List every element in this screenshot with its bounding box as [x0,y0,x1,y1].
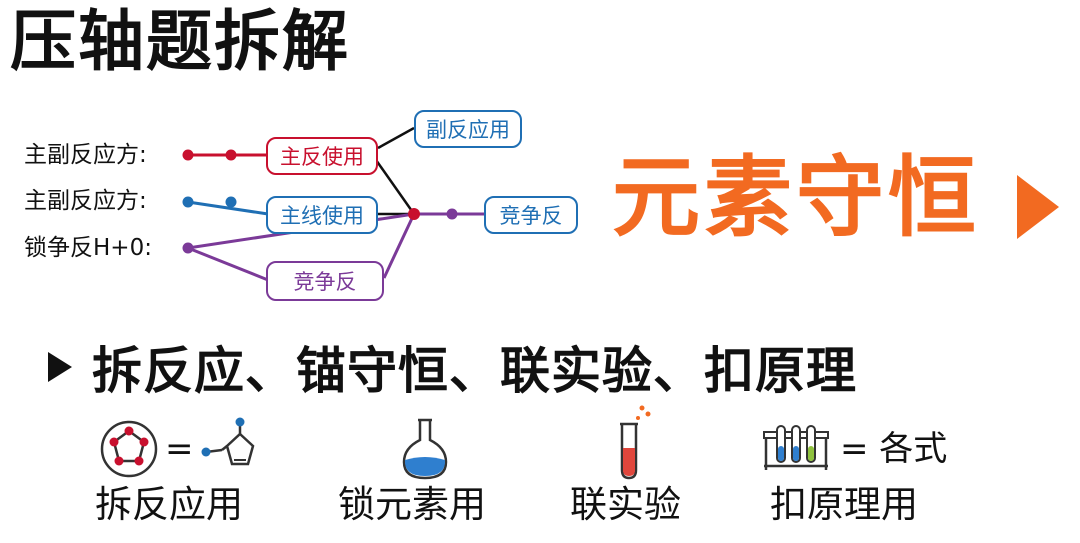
main-to-junction-connector [374,159,416,215]
row-label-3: 锁争反H+0: [24,235,152,261]
bullet-arrow-icon [48,352,72,382]
side-use-box: 副反应用 [414,110,522,148]
cyclopentadiene-icon [201,417,255,466]
purple-node-2 [446,208,458,220]
blue-line-segment [187,200,269,216]
row-label-1: 主副反应方: [24,142,147,168]
caption-link-experiment: 联实验 [570,483,681,526]
red-node-1 [182,149,194,161]
equals-sign-1: = [165,429,194,469]
purple-to-compete-box [187,246,269,282]
caption-split-reaction: 拆反应用 [95,483,243,526]
compete-to-junction [382,213,416,279]
line-use-box: 主线使用 [266,196,378,234]
test-tube-icon [620,405,651,480]
flask-icon [402,418,448,480]
compete-box: 竞争反 [266,261,384,301]
red-node-2 [225,149,237,161]
compete-result-box: 竞争反 [484,196,578,234]
main-to-side-connector [377,126,415,150]
main-use-box: 主反使用 [266,137,378,175]
equals-various: = 各式 [840,429,948,469]
page-title: 压轴题拆解 [10,3,350,80]
row-label-2: 主副反应方: [24,188,147,214]
steps-line: 拆反应、锚守恒、联实验、扣原理 [48,331,857,403]
blue-node-1 [182,196,194,208]
steps-text: 拆反应、锚守恒、联实验、扣原理 [92,342,857,400]
blue-node-2 [225,196,237,208]
test-tube-rack-icon [763,425,829,470]
molecule-ring-icon [100,420,158,478]
caption-lock-element: 锁元素用 [338,483,486,526]
caption-apply-principle: 扣原理用 [770,483,918,526]
highlight-text: 元素守恒 [612,146,981,249]
junction-node [408,208,420,220]
purple-node-1 [182,242,194,254]
orange-play-arrow-icon [1017,175,1059,239]
